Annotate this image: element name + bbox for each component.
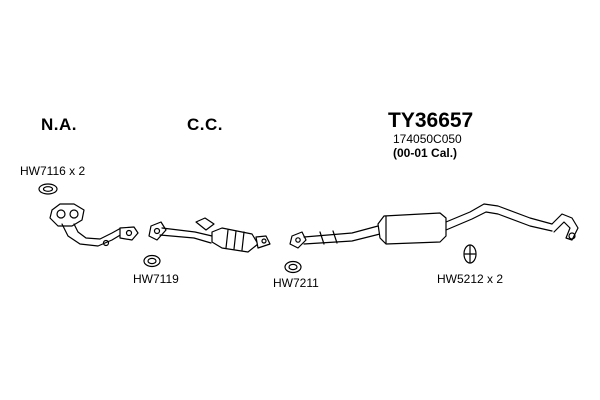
part-label-hw7211: HW7211 — [273, 276, 319, 290]
part-label-hw7116: HW7116 x 2 — [20, 164, 86, 178]
gasket-hw7116-icon — [38, 183, 58, 195]
year-range: (00-01 Cal.) — [393, 146, 458, 160]
muffler-assembly-icon — [289, 203, 579, 249]
product-code: TY36657 — [388, 109, 474, 132]
gasket-hw7119-icon — [143, 254, 161, 268]
gasket-hw7211-icon — [284, 260, 302, 274]
hanger-hw5212-icon — [463, 244, 477, 264]
section-label-na: N.A. — [41, 115, 77, 134]
front-pipe-icon — [49, 203, 139, 247]
part-label-hw5212: HW5212 x 2 — [437, 272, 504, 286]
oem-number: 174050C050 — [393, 132, 462, 146]
section-label-cc: C.C. — [187, 115, 223, 134]
catalytic-converter-icon — [148, 217, 271, 253]
part-label-hw7119: HW7119 — [133, 272, 179, 286]
